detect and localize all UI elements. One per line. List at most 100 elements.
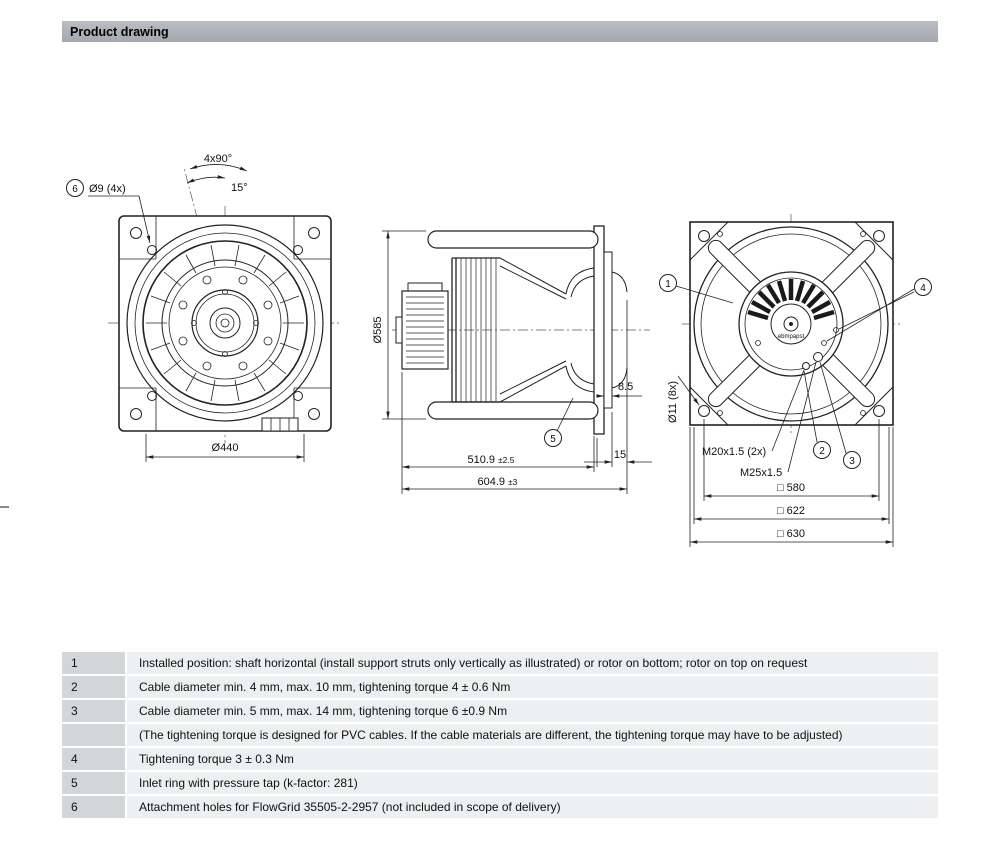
table-row: (The tightening torque is designed for P…: [62, 724, 938, 746]
motor-body: [401, 290, 449, 370]
angle-label-15: 15°: [231, 182, 248, 194]
inlet-ring-circles: [126, 224, 324, 422]
corner-holes-o11: [698, 230, 885, 417]
motor-face-inner: [744, 277, 838, 371]
motor-connector: [395, 316, 403, 344]
rotor-blades: [747, 279, 835, 321]
section-header-bar: Product drawing: [62, 21, 938, 42]
corner-bracket-lines: [119, 216, 331, 431]
dim-ext-squares: [689, 419, 894, 547]
dim-ext-5109: [401, 372, 595, 494]
impeller-blades: [146, 244, 304, 402]
note-text: (The tightening torque is designed for P…: [127, 724, 938, 746]
motor-cooling-fins: [406, 296, 444, 364]
cable-gland-m25: [813, 352, 823, 362]
plate-lip: [603, 251, 613, 409]
table-row: 1 Installed position: shaft horizontal (…: [62, 652, 938, 674]
note-text: Inlet ring with pressure tap (k-factor: …: [127, 772, 938, 794]
front-view: 4x90° 15° Ø440 6 Ø9 (4x): [66, 153, 342, 462]
rear-view: ebmpapst 1 4 2 3 M20x1.5 (2: [659, 214, 932, 547]
notes-table: 1 Installed position: shaft horizontal (…: [62, 652, 938, 820]
corner-mount-holes: [130, 227, 320, 420]
inlet-ring-profile: [565, 267, 595, 393]
note-number: 4: [62, 748, 125, 770]
dim-label-15: 15: [614, 449, 626, 461]
callout-5-number: 5: [550, 434, 556, 445]
note-text: Cable diameter min. 5 mm, max. 14 mm, ti…: [127, 700, 938, 722]
table-row: 3 Cable diameter min. 5 mm, max. 14 mm, …: [62, 700, 938, 722]
angle-arc-4x90: [189, 164, 248, 172]
callout-4: [914, 278, 932, 296]
dim-label-630: □ 630: [777, 528, 805, 540]
dim-label-85: 8.5: [618, 381, 633, 393]
dim-label-580: □ 580: [777, 482, 805, 494]
leader-lines-4: [826, 288, 915, 342]
shroud-cone-lines: [499, 257, 567, 403]
note-text: Cable diameter min. 4 mm, max. 10 mm, ti…: [127, 676, 938, 698]
dim-tol-6049: ±3: [508, 477, 518, 487]
page-title: Product drawing: [70, 24, 169, 39]
hole-label-o11: Ø11 (8x): [667, 381, 679, 423]
callout-6: [66, 179, 84, 197]
thread-leader-lines: [771, 361, 817, 473]
mounting-plate: [118, 215, 332, 432]
thread-label-m25: M25x1.5: [740, 467, 782, 479]
brand-logo: ebmpapst: [778, 334, 805, 340]
table-row: 5 Inlet ring with pressure tap (k-factor…: [62, 772, 938, 794]
note-number: [62, 724, 125, 746]
side-view: Ø585 8.5 15 510.9 ±2.5 604.9 ±3 5: [372, 225, 652, 494]
callout-1: [659, 274, 677, 292]
callout-3-number: 3: [849, 456, 855, 467]
leader-line-1: [675, 285, 734, 304]
leader-line-o11: [677, 375, 700, 406]
callout-3: [843, 451, 861, 469]
hub-circle: [770, 303, 812, 345]
page-margin-mark: [0, 506, 9, 508]
dim-label-5109: 510.9: [467, 454, 495, 466]
angle-arc-15: [186, 175, 226, 184]
technical-drawing: 4x90° 15° Ø440 6 Ø9 (4x): [66, 153, 932, 547]
dim-label-6049: 604.9: [477, 476, 505, 488]
note-text: Tightening torque 3 ± 0.3 Nm: [127, 748, 938, 770]
shaft-circle: [783, 316, 799, 332]
note-number: 2: [62, 676, 125, 698]
note-text: Attachment holes for FlowGrid 35505-2-29…: [127, 796, 938, 818]
callout-2-number: 2: [819, 446, 825, 457]
callout-1-number: 1: [665, 279, 671, 290]
support-strut-top: [427, 230, 599, 249]
hub-bolt-circle: [178, 275, 273, 371]
hole-label-o9: Ø9 (4x): [89, 183, 126, 195]
support-strut-bottom: [427, 401, 599, 420]
dim-tol-5109: ±2.5: [498, 455, 515, 465]
note-number: 6: [62, 796, 125, 818]
motor-cap: [407, 282, 443, 292]
callout-2: [813, 441, 831, 459]
corner-cut-lines: [689, 221, 894, 426]
thread-label-m20: M20x1.5 (2x): [702, 446, 766, 458]
terminal-box-lines: [270, 418, 290, 431]
dim-label-585: Ø585: [372, 317, 384, 344]
motor-hub: [191, 289, 259, 357]
callout-5: [544, 429, 562, 447]
table-row: 4 Tightening torque 3 ± 0.3 Nm: [62, 748, 938, 770]
table-row: 2 Cable diameter min. 4 mm, max. 10 mm, …: [62, 676, 938, 698]
cable-gland-m20: [802, 362, 810, 370]
note-number: 5: [62, 772, 125, 794]
mounting-plate-side: [593, 225, 605, 435]
callout-4-number: 4: [920, 283, 926, 294]
dim-label-440: Ø440: [212, 442, 239, 454]
callout-6-number: 6: [72, 184, 78, 195]
blade-band-hatch: [460, 258, 497, 402]
shaft-center: [789, 322, 793, 326]
flowgrid-holes: [147, 245, 303, 401]
angle-label-4x90: 4x90°: [204, 153, 232, 165]
note-number: 1: [62, 652, 125, 674]
leader-line-6: [138, 195, 151, 244]
note-text: Installed position: shaft horizontal (in…: [127, 652, 938, 674]
dim-label-622: □ 622: [777, 505, 805, 517]
note-number: 3: [62, 700, 125, 722]
leader-line-5: [556, 397, 574, 432]
housing-circle-inner: [700, 233, 882, 415]
motor-screws: [755, 327, 839, 346]
